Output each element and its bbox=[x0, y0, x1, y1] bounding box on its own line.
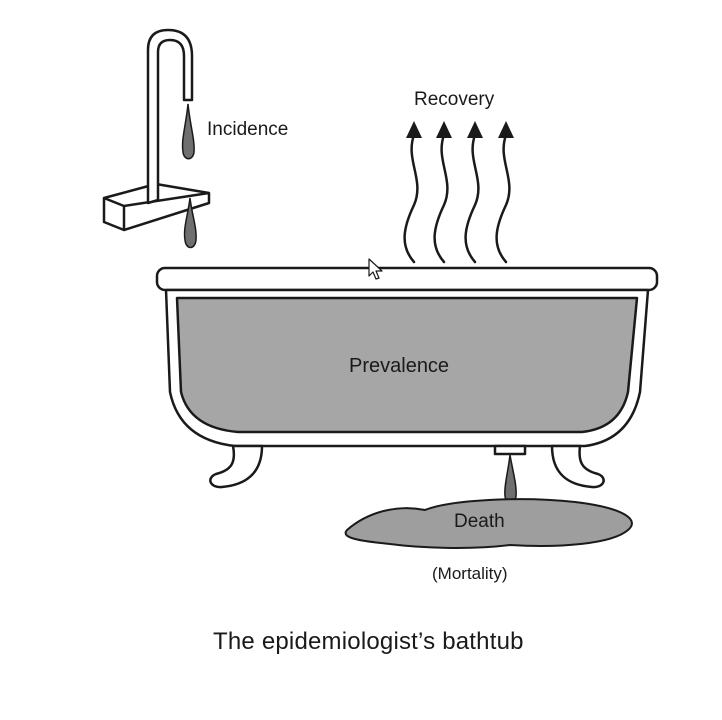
caption: The epidemiologist’s bathtub bbox=[213, 628, 524, 655]
water-drop-icon bbox=[504, 454, 517, 504]
wavy-arrow-icon bbox=[403, 133, 511, 264]
death-label: Death bbox=[454, 511, 505, 532]
water-prevalence bbox=[175, 296, 639, 434]
water-drop-icon bbox=[181, 103, 197, 249]
incidence-label: Incidence bbox=[207, 119, 289, 140]
death-puddle bbox=[344, 498, 633, 549]
mouse-cursor-icon bbox=[368, 258, 383, 280]
mortality-label: (Mortality) bbox=[432, 564, 508, 583]
arrowheads bbox=[406, 121, 514, 138]
recovery-label: Recovery bbox=[414, 89, 495, 110]
bathtub bbox=[155, 266, 659, 489]
faucet-icon bbox=[102, 28, 211, 232]
prevalence-label: Prevalence bbox=[349, 355, 450, 377]
